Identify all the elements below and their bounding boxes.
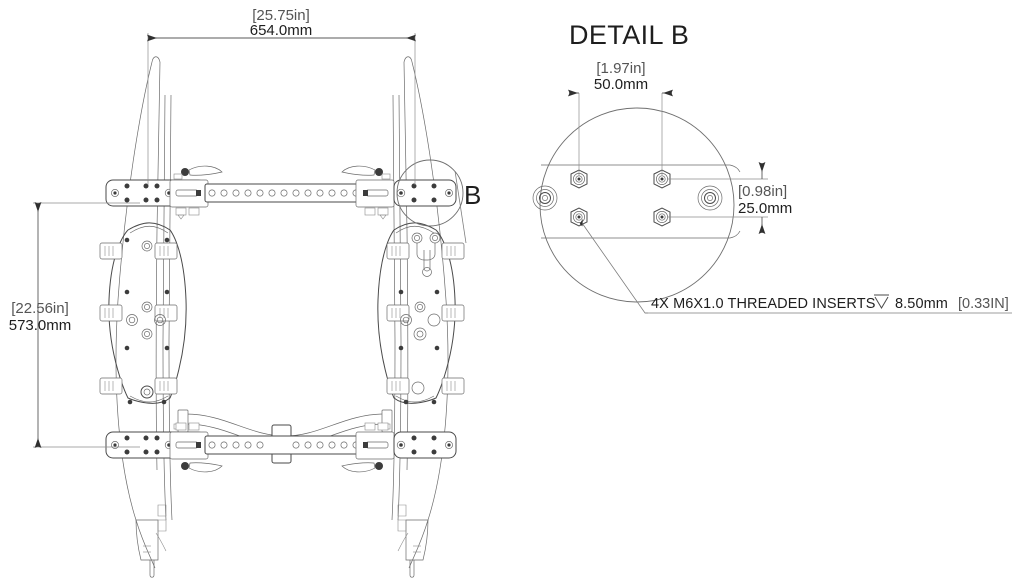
main-front-view: B bbox=[99, 56, 481, 578]
threaded-insert-depth-mm: 8.50mm bbox=[895, 296, 948, 312]
right-deck-plate bbox=[377, 222, 465, 405]
left-ski-assembly bbox=[99, 56, 187, 578]
insert-spacing-horizontal-dimension: [1.97in] 50.0mm bbox=[568, 60, 673, 176]
insert-spacing-horizontal-inch: [1.97in] bbox=[596, 60, 645, 77]
detail-bar-body bbox=[541, 164, 741, 239]
overall-width-dimension: [25.75in] 654.0mm bbox=[147, 7, 416, 185]
overall-height-dimension: [22.56in] 573.0mm bbox=[9, 202, 140, 448]
insert-spacing-vertical-dimension: [0.98in] 25.0mm bbox=[668, 162, 792, 234]
detail-boss-right bbox=[697, 185, 723, 211]
overall-width-inch: [25.75in] bbox=[252, 7, 310, 24]
upper-crossbar bbox=[105, 165, 457, 220]
detail-b-callout-circle bbox=[396, 159, 467, 244]
detail-marker-b: B bbox=[464, 180, 481, 210]
lower-crossbar bbox=[105, 409, 457, 473]
detail-b-view: DETAIL B bbox=[532, 20, 1012, 314]
threaded-insert-note: 4X M6X1.0 THREADED INSERTS 8.50mm [0.33I… bbox=[579, 218, 1012, 314]
insert-spacing-vertical-mm: 25.0mm bbox=[738, 200, 792, 217]
right-ski-assembly bbox=[377, 56, 465, 578]
insert-spacing-horizontal-mm: 50.0mm bbox=[594, 76, 648, 93]
detail-boss-left bbox=[532, 185, 558, 211]
left-deck-plate bbox=[99, 222, 187, 405]
overall-height-inch: [22.56in] bbox=[11, 300, 69, 317]
threaded-insert-bottom-right bbox=[653, 207, 671, 227]
threaded-insert-top-right bbox=[653, 169, 671, 189]
overall-width-mm: 654.0mm bbox=[250, 22, 313, 39]
threaded-insert-bottom-left bbox=[570, 207, 588, 227]
detail-b-title: DETAIL B bbox=[569, 20, 689, 50]
insert-spacing-vertical-inch: [0.98in] bbox=[738, 183, 787, 200]
threaded-insert-depth-inch: [0.33IN] bbox=[958, 296, 1009, 312]
threaded-insert-note-text: 4X M6X1.0 THREADED INSERTS bbox=[651, 296, 875, 312]
depth-icon bbox=[874, 294, 889, 309]
overall-height-mm: 573.0mm bbox=[9, 317, 72, 334]
threaded-insert-top-left bbox=[570, 169, 588, 189]
